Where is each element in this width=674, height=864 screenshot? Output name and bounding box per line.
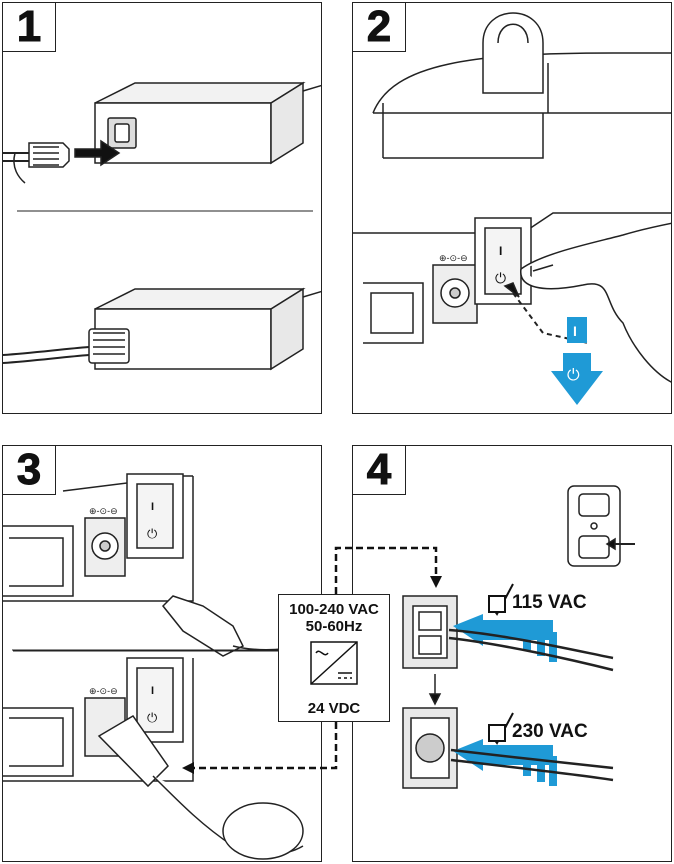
svg-text:⏻: ⏻ [147, 527, 157, 542]
connect-cord-to-adapter-illustration [3, 81, 321, 371]
115-vac-label: 115 VAC [512, 592, 587, 613]
power-switch-illustration: ⊕-⊙-⊖ I ⏻ I ⏻ [353, 12, 671, 405]
svg-text:I: I [151, 685, 154, 697]
step-1-panel: 1 [2, 2, 322, 414]
115-vac-checkbox [488, 595, 506, 613]
step-number: 2 [353, 3, 406, 52]
power-symbol: ⏻ [495, 271, 506, 287]
output-voltage-label: 24 VDC [307, 700, 361, 717]
connect-dc-plug-illustration: ⊕-⊙-⊖ I ⏻ ⊕-⊙-⊖ I ⏻ [3, 473, 304, 860]
step-3-panel: 3 ⊕-⊙-⊖ I ⏻ ⊕-⊙-⊖ I [2, 445, 322, 862]
svg-text:⏻: ⏻ [147, 711, 157, 726]
230-vac-label: 230 VAC [512, 721, 588, 742]
step-number: 3 [3, 446, 56, 495]
power-supply-spec-box: 100-240 VAC 50-60Hz 24 VDC [278, 594, 390, 722]
off-arrow-icon [551, 353, 603, 405]
svg-text:⊕-⊙-⊖: ⊕-⊙-⊖ [89, 506, 118, 516]
on-indicator [567, 317, 587, 343]
svg-text:⊕-⊙-⊖: ⊕-⊙-⊖ [89, 686, 118, 696]
svg-text:I: I [151, 501, 154, 513]
230-vac-checkbox [488, 724, 506, 742]
step-2-panel: 2 ⊕-⊙-⊖ I ⏻ [352, 2, 672, 414]
input-voltage-label: 100-240 VAC [289, 601, 379, 618]
svg-text:I: I [573, 323, 577, 339]
ac-dc-converter-icon [310, 641, 358, 685]
step-4-panel: 4 [352, 445, 672, 862]
connect-to-outlet-illustration [402, 485, 635, 789]
step-number: 1 [3, 3, 56, 52]
step-number: 4 [353, 446, 406, 495]
input-frequency-label: 50-60Hz [305, 618, 363, 635]
svg-text:⊕-⊙-⊖: ⊕-⊙-⊖ [439, 253, 468, 263]
svg-text:⏻: ⏻ [567, 365, 580, 384]
on-symbol: I [499, 244, 502, 258]
